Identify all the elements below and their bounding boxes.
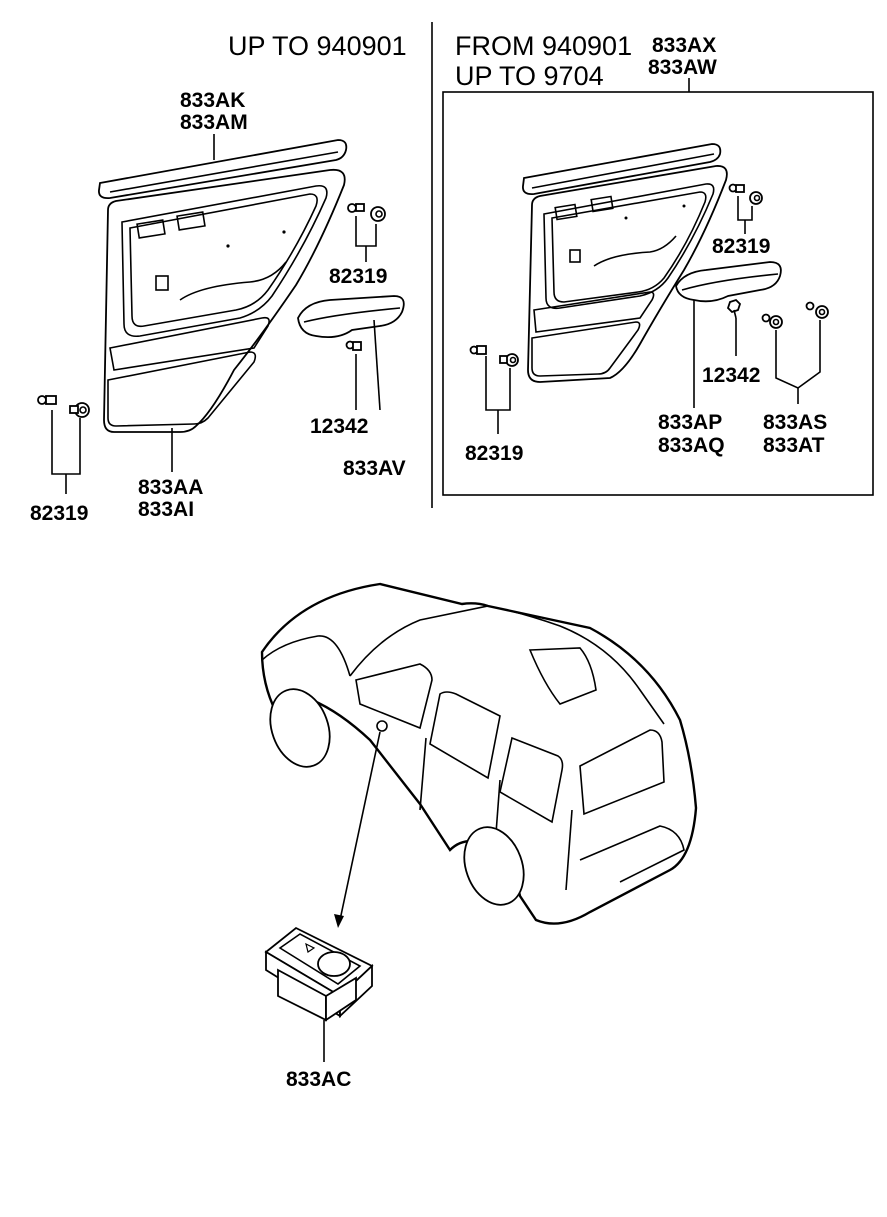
label-12342-left: 12342 [310,415,368,438]
label-833at: 833AT [763,434,825,457]
leader-833av [373,319,381,411]
bracket-833as [775,320,821,389]
arrow-to-switch [339,731,381,921]
right-section-box [442,91,874,496]
header-up-to-9704: UP TO 9704 [455,61,604,91]
screw-right [726,298,742,319]
clip-pair-right-lower [469,345,519,367]
pull-handle-right [675,261,782,303]
label-82319-right-lower: 82319 [465,442,523,465]
label-833ai: 833AI [138,498,194,521]
label-833av: 833AV [343,457,406,480]
bracket-82319-right-lower [485,356,511,411]
pull-handle-left [297,295,405,339]
label-82319-left-upper: 82319 [329,265,387,288]
arrow-head [334,914,344,928]
power-window-switch [264,926,374,1022]
label-833ak: 833AK [180,89,245,112]
label-12342-right: 12342 [702,364,760,387]
label-833aw: 833AW [648,56,717,79]
label-833aa: 833AA [138,476,203,499]
screw-left [345,340,362,351]
bracket-82319-left-lower [51,410,81,475]
bracket-82319-left-upper [355,216,377,247]
moulding-right [522,143,722,195]
label-82319-right-upper: 82319 [712,235,770,258]
vehicle-outline [260,582,698,925]
label-833ax: 833AX [652,34,716,57]
label-833ac: 833AC [286,1068,351,1091]
cap-pair-right [761,301,829,329]
moulding-left [98,139,348,199]
label-833aq: 833AQ [658,434,725,457]
door-trim-right [527,165,728,383]
header-from: FROM 940901 [455,31,632,61]
clip-pair-left-lower [37,395,90,418]
label-833ap: 833AP [658,411,722,434]
clip-pair-left-upper [347,203,386,222]
label-833am: 833AM [180,111,248,134]
label-833as: 833AS [763,411,827,434]
clip-pair-right-upper [728,183,763,205]
label-82319-left-lower: 82319 [30,502,88,525]
door-trim-left [103,168,346,433]
header-up-to: UP TO 940901 [228,31,407,61]
